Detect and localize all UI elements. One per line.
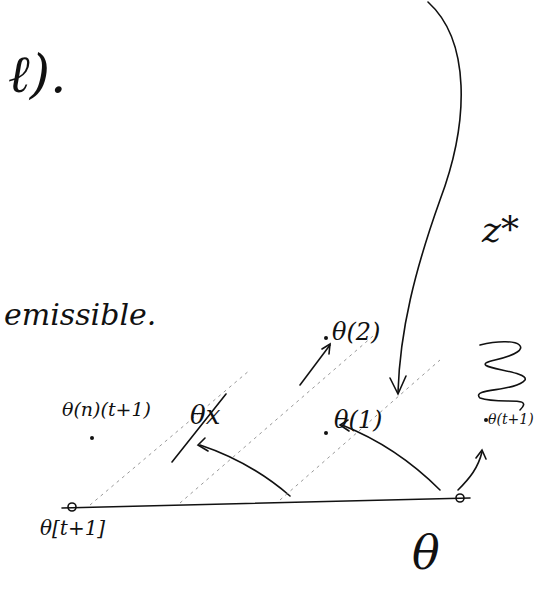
curve-arrow (398, 2, 461, 392)
arrowhead (390, 376, 406, 394)
handwritten-label: θx (190, 402, 220, 428)
base-line (62, 498, 470, 508)
arrowhead (476, 450, 486, 459)
arrow (300, 345, 330, 385)
handwritten-label: θ (412, 530, 440, 576)
handwritten-label: θ(n)(t+1) (62, 400, 151, 419)
handwritten-label: θ(t+1) (488, 412, 534, 426)
arrow (342, 425, 440, 490)
handwritten-label: θ[t+1] (40, 518, 105, 538)
arrowhead (198, 438, 208, 451)
guide-line (90, 370, 250, 505)
handwritten-label: emissible. (4, 300, 156, 330)
arrowhead (322, 344, 330, 354)
scribble (479, 342, 526, 410)
dot (90, 436, 94, 440)
point (68, 503, 76, 511)
handwritten-label: θ(2) (332, 320, 380, 344)
arrow (458, 452, 482, 490)
stroke (172, 394, 226, 462)
handwritten-label: θ(1) (334, 408, 382, 432)
arrow (200, 445, 290, 496)
point (456, 494, 464, 502)
handwritten-label: ℓ). (8, 48, 66, 100)
handwritten-label: z* (482, 212, 519, 248)
dot (324, 336, 328, 340)
dot (484, 418, 488, 422)
guide-line (280, 360, 440, 500)
dot (324, 431, 328, 435)
